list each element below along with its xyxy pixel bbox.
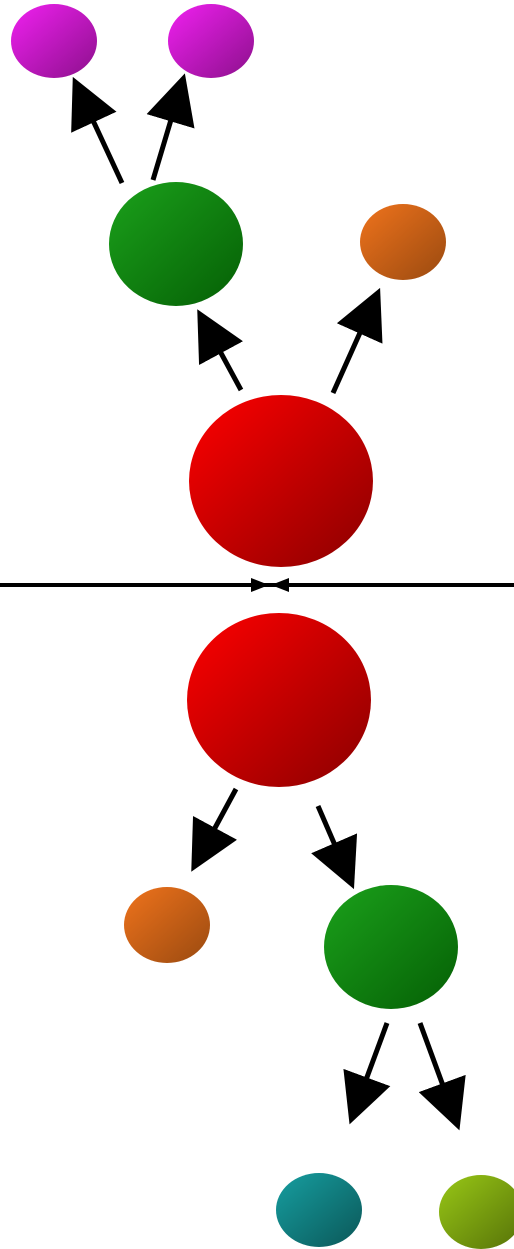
divider-arrowhead-left — [251, 578, 269, 592]
divider-arrowhead-right — [271, 578, 289, 592]
upper-magenta-node-left — [11, 4, 97, 78]
upper-tree-arrows — [71, 73, 383, 395]
lower-tree-arrows — [191, 787, 466, 1131]
lower-orange-node — [124, 887, 210, 963]
arrow-upper-root-to-green — [197, 309, 244, 392]
upper-tree-nodes — [11, 4, 446, 567]
arrow-upper-green-to-magenta-left — [71, 76, 125, 185]
upper-red-root-node — [189, 395, 373, 567]
upper-green-node — [109, 182, 243, 306]
arrow-lower-root-to-green — [311, 805, 358, 890]
upper-orange-node — [360, 204, 446, 280]
upper-magenta-node-right — [168, 4, 254, 78]
arrow-lower-green-to-teal — [343, 1022, 391, 1125]
divider — [0, 578, 514, 592]
lower-olive-node — [439, 1175, 514, 1249]
lower-tree-nodes — [124, 613, 514, 1249]
arrow-lower-green-to-olive — [417, 1022, 466, 1131]
arrow-lower-root-to-orange — [191, 787, 239, 872]
lower-red-root-node — [187, 613, 371, 787]
arrow-upper-root-to-orange — [330, 287, 383, 395]
lower-teal-node — [276, 1173, 362, 1247]
lower-green-node — [324, 885, 458, 1009]
arrow-upper-green-to-magenta-right — [146, 73, 195, 181]
